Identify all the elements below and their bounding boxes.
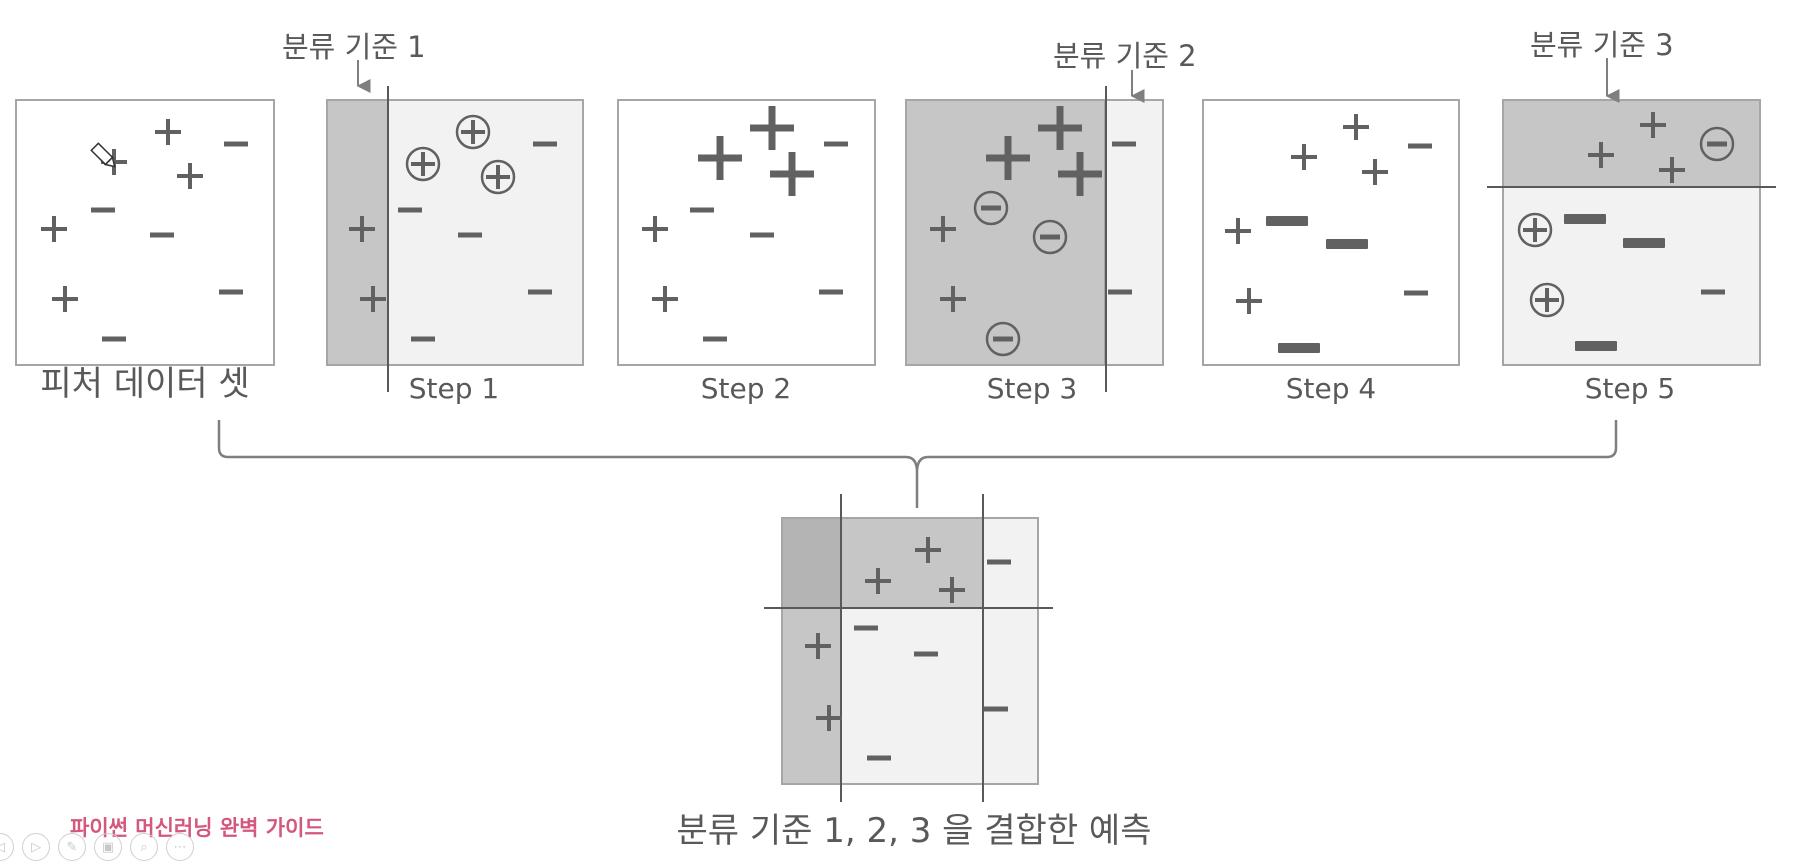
step5-label: Step 5 [1585, 372, 1675, 405]
slides-icon[interactable]: ▣ [94, 833, 122, 861]
more-icon[interactable]: ⋯ [166, 833, 194, 861]
slideshow-controls: ◁ ▷ ✎ ▣ ⌕ ⋯ [0, 833, 194, 861]
combined-caption: 분류 기준 1, 2, 3 을 결합한 예측 [677, 811, 1152, 851]
step3-label: Step 3 [987, 372, 1077, 405]
dataset-label: 피처 데이터 셋 [40, 364, 249, 404]
step2-label: Step 2 [701, 372, 791, 405]
step1-label: Step 1 [409, 372, 499, 405]
prev-icon[interactable]: ◁ [0, 833, 14, 861]
play-icon[interactable]: ▷ [22, 833, 50, 861]
criterion2-label: 분류 기준 2 [1053, 39, 1197, 73]
pencil-cursor-icon [90, 142, 116, 168]
step5-panel [1487, 99, 1776, 366]
dataset-panel [15, 99, 275, 366]
combine-brace [217, 420, 1618, 508]
criterion1-label: 분류 기준 1 [282, 30, 426, 64]
step4-panel [1202, 99, 1460, 366]
combined-panel [764, 494, 1053, 802]
step2-panel [617, 99, 876, 366]
step3-panel [905, 86, 1164, 392]
criterion3-label: 분류 기준 3 [1530, 28, 1674, 62]
pen-icon[interactable]: ✎ [58, 833, 86, 861]
step1-panel [326, 86, 584, 392]
step4-label: Step 4 [1286, 372, 1376, 405]
zoom-icon[interactable]: ⌕ [130, 833, 158, 861]
